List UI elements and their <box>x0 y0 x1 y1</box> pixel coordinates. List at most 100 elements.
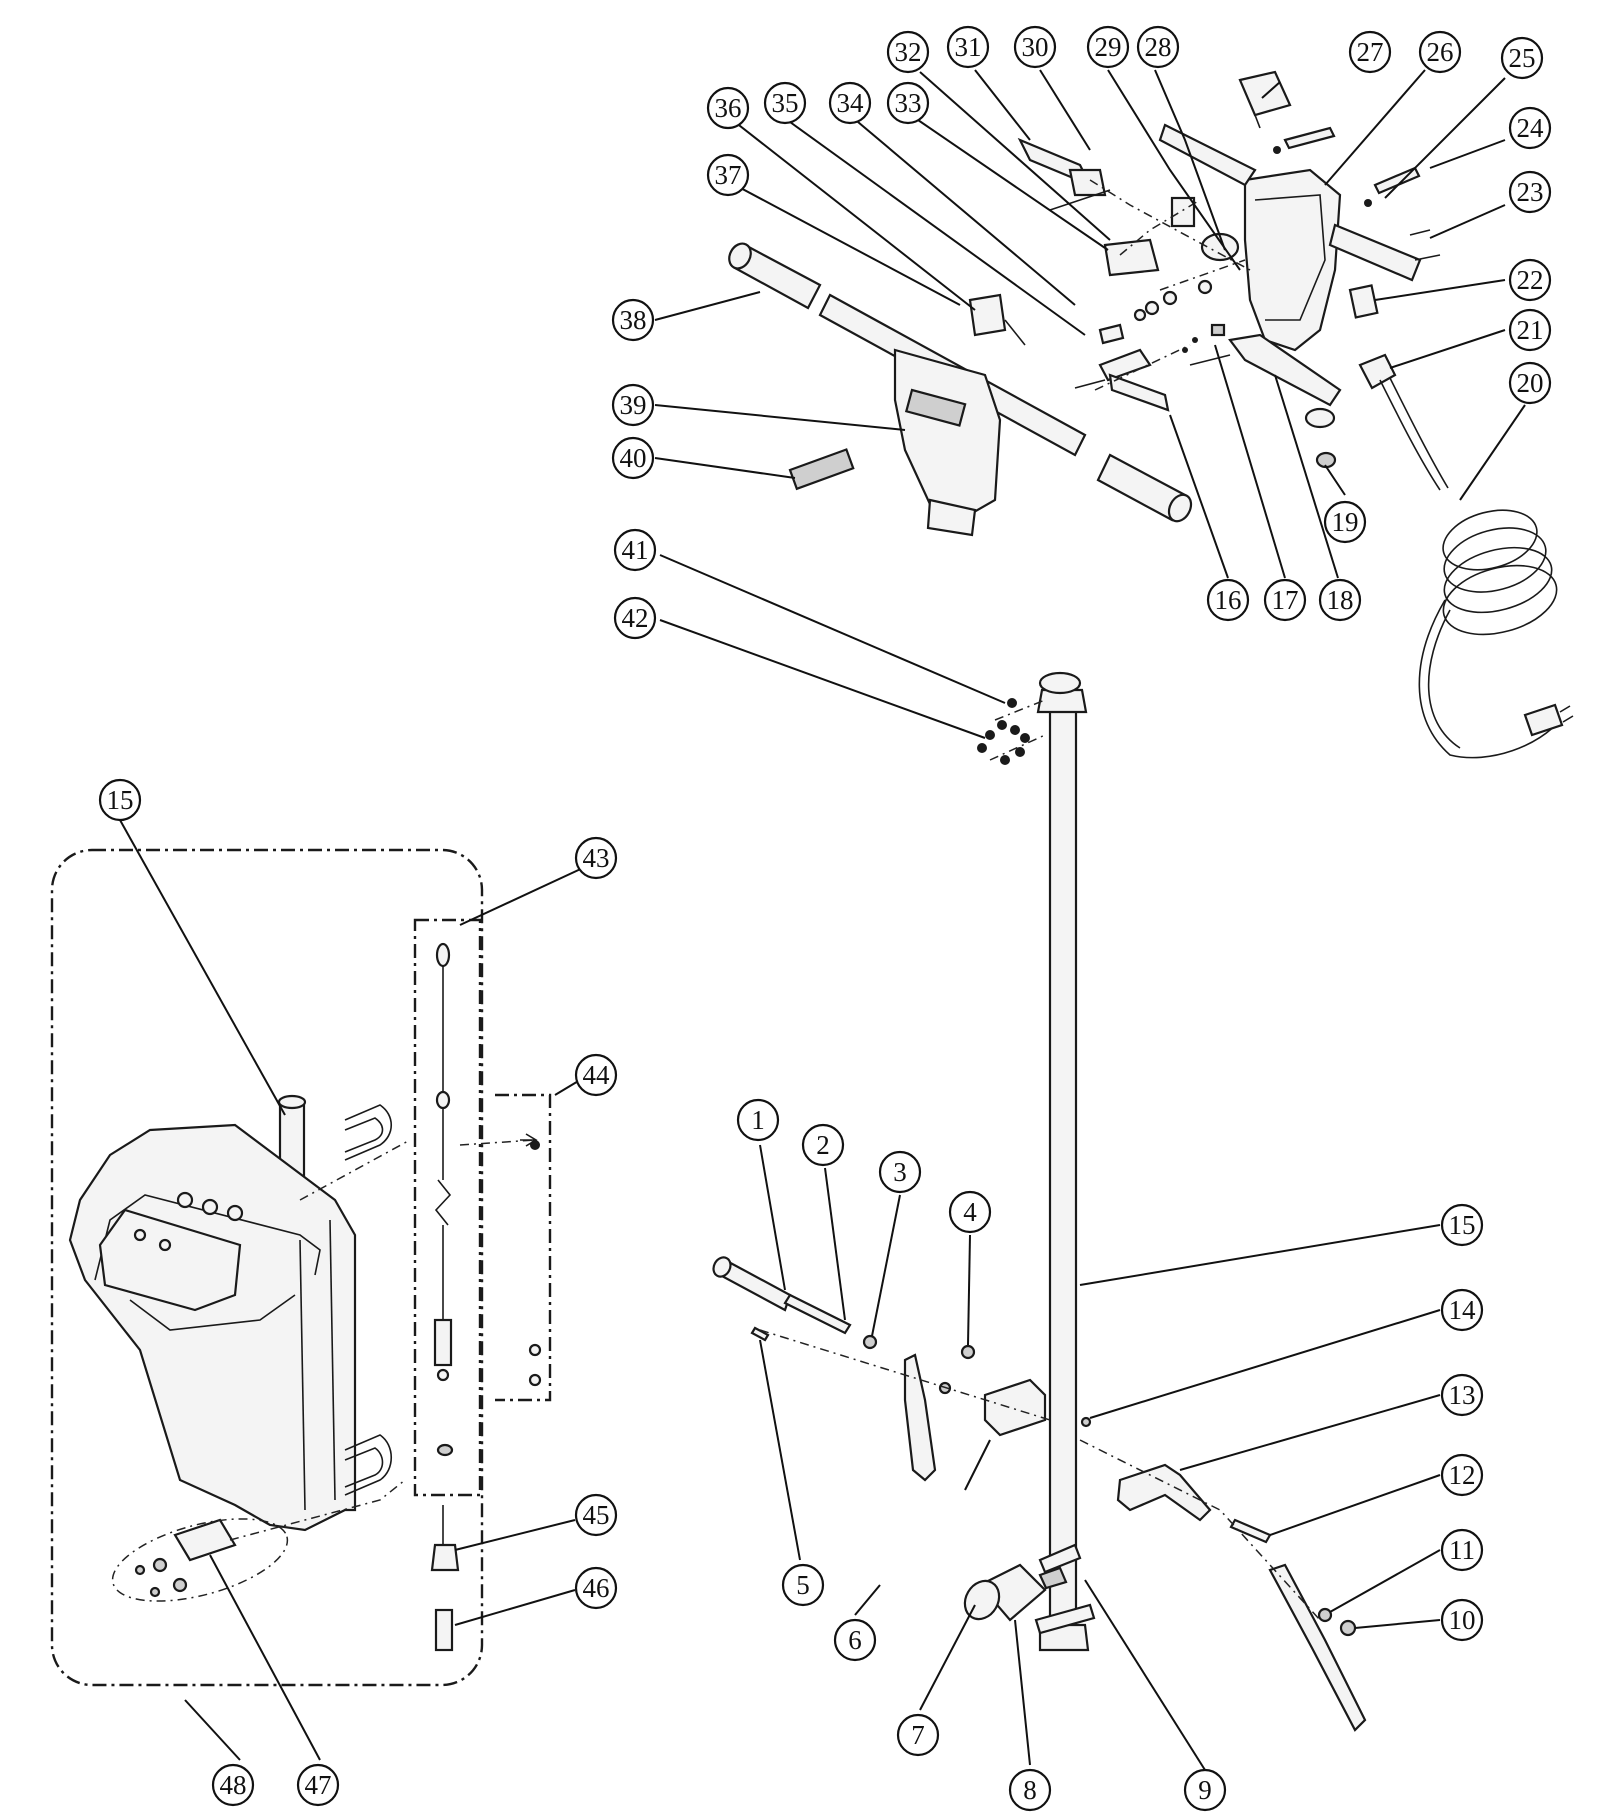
callout-16: 16 <box>1206 578 1250 622</box>
svg-text:37: 37 <box>715 160 742 190</box>
svg-text:43: 43 <box>583 843 610 873</box>
svg-text:35: 35 <box>772 88 799 118</box>
callout-34: 34 <box>828 81 872 125</box>
callout-17: 17 <box>1263 578 1307 622</box>
callout-15-left: 15 <box>98 778 142 822</box>
svg-text:9: 9 <box>1198 1775 1212 1805</box>
callout-8: 8 <box>1008 1768 1052 1812</box>
callout-32: 32 <box>886 30 930 74</box>
callout-47: 47 <box>296 1763 340 1807</box>
svg-text:23: 23 <box>1517 177 1544 207</box>
callout-46: 46 <box>574 1566 618 1610</box>
callout-30: 30 <box>1013 25 1057 69</box>
callout-9: 9 <box>1183 1768 1227 1812</box>
callout-38: 38 <box>611 298 655 342</box>
svg-text:12: 12 <box>1449 1460 1476 1490</box>
svg-text:38: 38 <box>620 305 647 335</box>
svg-text:7: 7 <box>911 1720 925 1750</box>
callout-24: 24 <box>1508 106 1552 150</box>
callout-40: 40 <box>611 436 655 480</box>
svg-text:3: 3 <box>893 1157 907 1187</box>
svg-text:44: 44 <box>583 1060 611 1090</box>
callout-36: 36 <box>706 86 750 130</box>
svg-text:25: 25 <box>1509 43 1536 73</box>
callout-4: 4 <box>948 1190 992 1234</box>
callout-27: 27 <box>1348 30 1392 74</box>
callout-14: 14 <box>1440 1288 1484 1332</box>
svg-text:13: 13 <box>1449 1380 1476 1410</box>
svg-text:14: 14 <box>1449 1295 1477 1325</box>
svg-text:46: 46 <box>583 1573 610 1603</box>
callouts: 1 2 3 4 5 6 7 8 9 10 11 12 13 14 15 15 1… <box>98 25 1552 1812</box>
svg-text:4: 4 <box>963 1197 977 1227</box>
callout-12: 12 <box>1440 1453 1484 1497</box>
callout-20: 20 <box>1508 361 1552 405</box>
callout-25: 25 <box>1500 36 1544 80</box>
callout-11: 11 <box>1440 1528 1484 1572</box>
callout-26: 26 <box>1418 30 1462 74</box>
svg-text:30: 30 <box>1022 32 1049 62</box>
callout-39: 39 <box>611 383 655 427</box>
svg-text:18: 18 <box>1327 585 1354 615</box>
svg-text:21: 21 <box>1517 315 1544 345</box>
svg-text:19: 19 <box>1332 507 1359 537</box>
kit-48 <box>50 848 552 1687</box>
callout-21: 21 <box>1508 308 1552 352</box>
callout-18: 18 <box>1318 578 1362 622</box>
callout-2: 2 <box>801 1123 845 1167</box>
svg-text:31: 31 <box>955 32 982 62</box>
svg-text:28: 28 <box>1145 32 1172 62</box>
svg-text:39: 39 <box>620 390 647 420</box>
callout-7: 7 <box>896 1713 940 1757</box>
svg-text:45: 45 <box>583 1500 610 1530</box>
callout-43: 43 <box>574 836 618 880</box>
lower-linkage <box>712 1256 1367 1732</box>
callout-3: 3 <box>878 1150 922 1194</box>
callout-48: 48 <box>211 1763 255 1807</box>
callout-22: 22 <box>1508 258 1552 302</box>
svg-text:24: 24 <box>1517 113 1545 143</box>
callout-29: 29 <box>1086 25 1130 69</box>
callout-10: 10 <box>1440 1598 1484 1642</box>
svg-text:27: 27 <box>1357 37 1384 67</box>
svg-text:17: 17 <box>1272 585 1299 615</box>
svg-text:22: 22 <box>1517 265 1544 295</box>
leader-lines <box>119 69 1526 1771</box>
svg-text:20: 20 <box>1517 368 1544 398</box>
callout-35: 35 <box>763 81 807 125</box>
svg-text:1: 1 <box>751 1105 765 1135</box>
callout-6: 6 <box>833 1618 877 1662</box>
svg-text:15: 15 <box>107 785 134 815</box>
callout-19: 19 <box>1323 500 1367 544</box>
svg-text:6: 6 <box>848 1625 862 1655</box>
svg-text:29: 29 <box>1095 32 1122 62</box>
upper-handle-assembly <box>728 70 1574 759</box>
callout-41: 41 <box>613 528 657 572</box>
svg-text:36: 36 <box>715 93 742 123</box>
callout-23: 23 <box>1508 170 1552 214</box>
screws-41-42 <box>977 698 1046 765</box>
callout-44: 44 <box>574 1053 618 1097</box>
svg-text:2: 2 <box>816 1130 830 1160</box>
svg-text:48: 48 <box>220 1770 247 1800</box>
callout-15-right: 15 <box>1440 1203 1484 1247</box>
callout-31: 31 <box>946 25 990 69</box>
svg-text:16: 16 <box>1215 585 1242 615</box>
callout-45: 45 <box>574 1493 618 1537</box>
svg-text:26: 26 <box>1427 37 1454 67</box>
svg-text:32: 32 <box>895 37 922 67</box>
svg-text:47: 47 <box>305 1770 332 1800</box>
svg-text:10: 10 <box>1449 1605 1476 1635</box>
svg-text:8: 8 <box>1023 1775 1037 1805</box>
svg-text:33: 33 <box>895 88 922 118</box>
svg-text:42: 42 <box>622 603 649 633</box>
callout-42: 42 <box>613 596 657 640</box>
svg-text:41: 41 <box>622 535 649 565</box>
callout-37: 37 <box>706 153 750 197</box>
svg-text:34: 34 <box>837 88 865 118</box>
callout-13: 13 <box>1440 1373 1484 1417</box>
callout-28: 28 <box>1136 25 1180 69</box>
handle-tube <box>1034 671 1096 1652</box>
svg-text:11: 11 <box>1449 1535 1475 1565</box>
